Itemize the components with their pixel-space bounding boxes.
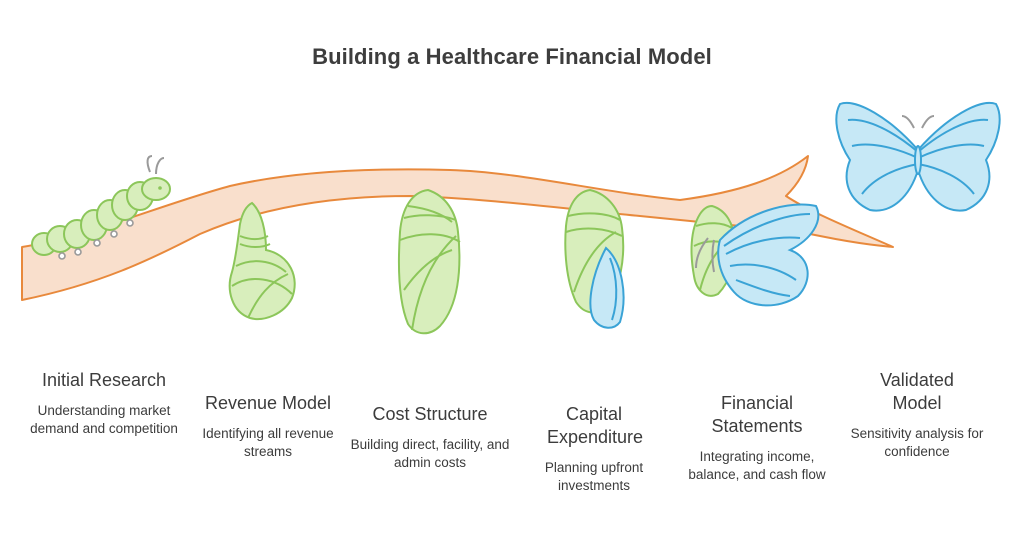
stage-description: Integrating income, balance, and cash fl…	[688, 449, 826, 482]
stage-validated-model: Validated Model Sensitivity analysis for…	[832, 369, 1002, 460]
chrysalis-with-wing-icon	[564, 188, 625, 329]
stage-title: Capital Expenditure	[547, 404, 644, 447]
stage-description: Understanding market demand and competit…	[30, 403, 178, 436]
stage-cost-structure: Cost Structure Building direct, facility…	[345, 403, 515, 471]
emerging-butterfly-icon	[690, 203, 820, 307]
stage-description: Planning upfront investments	[544, 460, 644, 493]
stage-description: Building direct, facility, and admin cos…	[350, 437, 510, 470]
caterpillar-icon	[31, 155, 171, 260]
diagram-title: Building a Healthcare Financial Model	[312, 44, 712, 69]
stage-capital-expenditure: Capital Expenditure Planning upfront inv…	[509, 403, 679, 494]
stage-financial-statements: Financial Statements Integrating income,…	[672, 392, 842, 483]
butterfly-icon	[835, 101, 1001, 212]
stage-initial-research: Initial Research Understanding market de…	[19, 369, 189, 437]
early-chrysalis-icon	[228, 201, 296, 320]
stage-title: Revenue Model	[204, 393, 332, 413]
stage-revenue-model: Revenue Model Identifying all revenue st…	[183, 392, 353, 460]
stage-title: Cost Structure	[372, 404, 488, 424]
stage-description: Identifying all revenue streams	[202, 426, 334, 459]
branch	[21, 155, 894, 301]
stage-title: Initial Research	[41, 370, 167, 390]
stage-title: Financial Statements	[711, 393, 803, 436]
stage-title: Validated Model	[880, 370, 954, 413]
stage-description: Sensitivity analysis for confidence	[850, 426, 984, 459]
chrysalis-icon	[397, 188, 461, 335]
